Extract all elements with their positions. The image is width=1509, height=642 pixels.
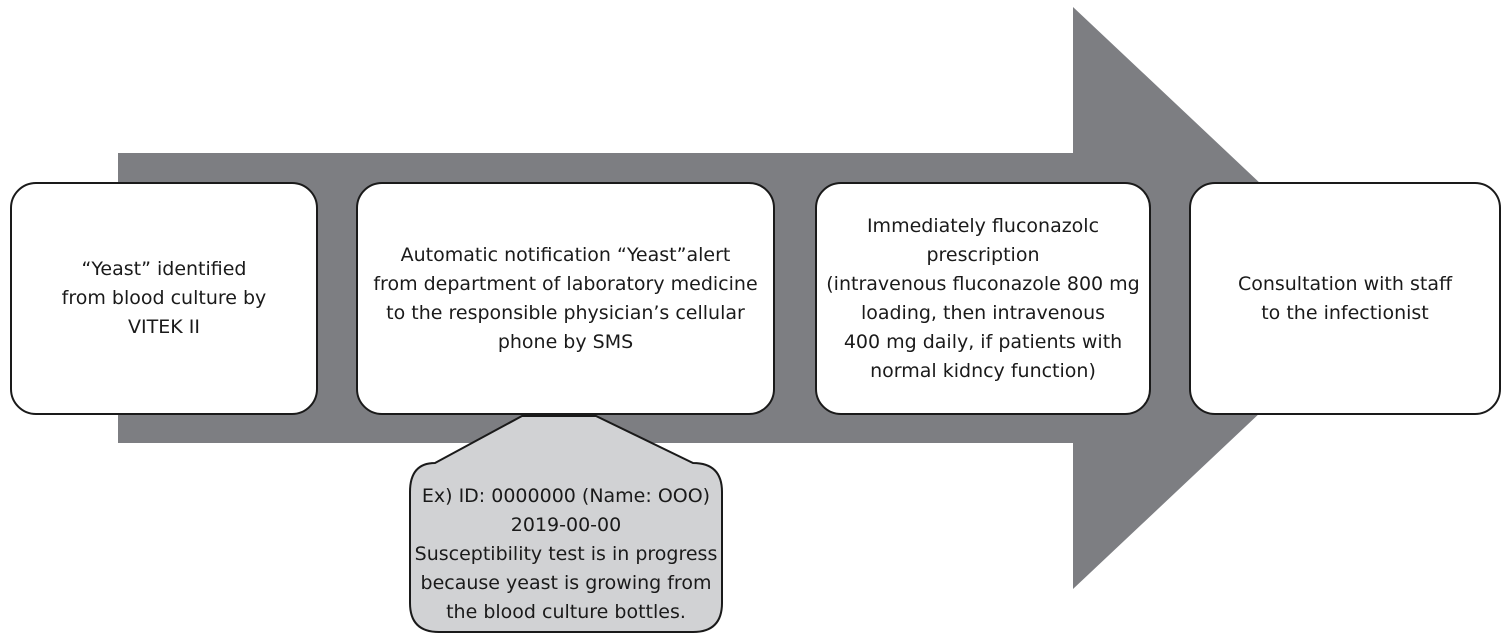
step-infectionist-consultation: Consultation with staff to the infection… <box>1189 182 1501 415</box>
step-fluconazole-prescription-text: Immediately fluconazolc prescription (in… <box>826 214 1140 382</box>
sms-message-text: Ex) ID: 0000000 (Name: OOO) 2019-00-00 S… <box>414 484 718 623</box>
step-yeast-identified-text: “Yeast” identified from blood culture by… <box>61 258 267 338</box>
sms-message-callout <box>409 415 723 633</box>
step-automatic-notification: Automatic notification “Yeast”alert from… <box>356 182 775 415</box>
step-automatic-notification-text: Automatic notification “Yeast”alert from… <box>373 243 758 353</box>
step-infectionist-consultation-text: Consultation with staff to the infection… <box>1237 272 1453 324</box>
step-yeast-identified: “Yeast” identified from blood culture by… <box>10 182 318 415</box>
step-fluconazole-prescription: Immediately fluconazolc prescription (in… <box>815 182 1151 415</box>
